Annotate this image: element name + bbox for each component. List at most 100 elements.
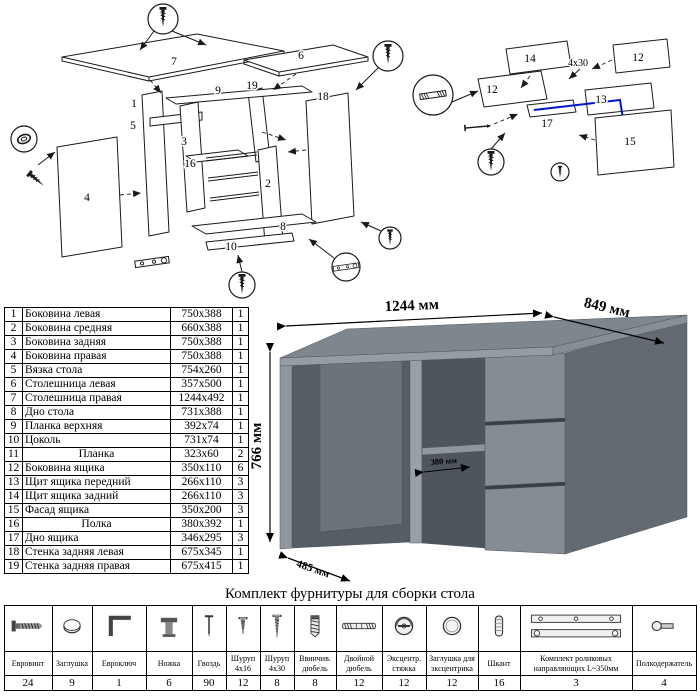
panel-9-top-plank	[165, 85, 313, 105]
hardware-label: Евровинт	[3, 651, 53, 676]
annotation-4x30: 4x30	[568, 58, 588, 69]
part-name: Дно ящика	[22, 531, 171, 546]
part-name: Столешница правая	[22, 391, 171, 406]
part-label-2: 2	[265, 178, 271, 190]
left-exploded-view: 7 6 19 18 9 1 5 3 16 2 8 10 4	[10, 3, 404, 299]
screw-icon	[25, 169, 47, 189]
part-number: 10	[4, 433, 23, 448]
part-size: 323x60	[170, 447, 233, 462]
drawer-gap-2	[484, 481, 566, 490]
hardware-qty: 12	[381, 675, 427, 691]
hardware-qty: 3	[519, 675, 633, 691]
roller-rail-icon	[134, 255, 170, 269]
part-label-12b: 12	[632, 52, 644, 64]
part-name: Боковина задняя	[22, 335, 171, 350]
part-name: Стенка задняя левая	[22, 545, 171, 560]
part-size: 731x74	[170, 433, 233, 448]
panel-12-drawer-side-right	[612, 38, 671, 74]
part-name: Боковина левая	[22, 307, 171, 322]
part-label-18: 18	[317, 91, 329, 103]
part-name: Вязка стола	[22, 363, 171, 378]
hardware-qty: 8	[293, 675, 337, 691]
part-size: 754x260	[170, 363, 233, 378]
hardware-label: Двойной дюбель	[335, 651, 383, 676]
panel-13-drawer-front-board	[584, 82, 655, 116]
part-name: Планка	[22, 447, 171, 462]
hardware-label: Комплект роликовых направляющих L~350мм	[519, 651, 633, 676]
dim-base-depth-label: 485 мм	[295, 558, 332, 581]
hardware-label: Полкодержатель	[631, 651, 697, 676]
part-label-17: 17	[541, 118, 553, 130]
dim-depth-label: 849 мм	[582, 296, 631, 321]
part-qty: 1	[232, 335, 249, 350]
panel-12-drawer-side-left	[477, 70, 548, 108]
dim-width-label: 1244 мм	[384, 297, 439, 315]
part-name: Дно стола	[22, 405, 171, 420]
hardware-kit-table: Евровинт Заглушка Евроключ Ножка Гвоздь …	[3, 605, 697, 691]
part-label-10: 10	[225, 241, 237, 253]
drawer-gap-1	[484, 417, 566, 426]
nail-icon	[204, 615, 214, 638]
part-qty: 3	[232, 531, 249, 546]
part-size: 266x110	[170, 489, 233, 504]
desk-middle-partition	[409, 357, 423, 544]
part-name: Боковина правая	[22, 349, 171, 364]
part-label-7: 7	[171, 56, 177, 68]
exploded-view-diagrams: 7 6 19 18 9 1 5 3 16 2 8 10 4	[10, 3, 675, 299]
desk-left-panel	[279, 364, 293, 550]
part-number: 1	[4, 307, 23, 322]
part-size: 675x415	[170, 559, 233, 574]
hardware-label: Эксцентр. стяжка	[381, 651, 427, 676]
hardware-label: Евроключ	[91, 651, 147, 676]
part-label-16: 16	[184, 158, 196, 170]
part-size: 392x74	[170, 419, 233, 434]
part-label-6: 6	[298, 50, 304, 62]
hardware-label: Ножка	[145, 651, 193, 676]
part-label-12a: 12	[486, 84, 498, 96]
part-name: Щит ящика передний	[22, 475, 171, 490]
part-name: Боковина средняя	[22, 321, 171, 336]
cam-cover-icon	[442, 616, 462, 636]
part-name: Полка	[22, 517, 171, 532]
hardware-kit-section: Комплект фурнитуры для сборки стола	[0, 586, 700, 691]
hardware-qty: 90	[191, 675, 227, 691]
hardware-qty: 24	[3, 675, 53, 691]
nail-icon	[463, 121, 493, 133]
part-size: 750x388	[170, 307, 233, 322]
part-number: 18	[4, 545, 23, 560]
part-number: 9	[4, 419, 23, 434]
panel-8-bottom	[191, 213, 317, 235]
part-size: 750x388	[170, 349, 233, 364]
panel-15-drawer-facade	[594, 109, 675, 176]
part-number: 17	[4, 531, 23, 546]
double-dowel-icon	[342, 622, 376, 630]
part-number: 3	[4, 335, 23, 350]
part-name: Планка верхняя	[22, 419, 171, 434]
hardware-label: Заглушка для эксцентрика	[425, 651, 479, 676]
hardware-qty: 1	[91, 675, 147, 691]
euroscrew-icon	[11, 620, 43, 632]
part-qty: 1	[232, 321, 249, 336]
part-size: 675x345	[170, 545, 233, 560]
hardware-label: Ввинчив. дюбель	[293, 651, 337, 676]
right-exploded-view: 12 14 12 13 17 15 4x30	[412, 38, 675, 182]
desk-kneehole-back-panel	[319, 357, 403, 533]
part-qty: 3	[232, 503, 249, 518]
part-label-5: 5	[130, 120, 136, 132]
hardware-qty: 9	[51, 675, 93, 691]
dim-height-label: 766 мм	[250, 423, 265, 470]
assembly-guide-line	[533, 98, 624, 120]
